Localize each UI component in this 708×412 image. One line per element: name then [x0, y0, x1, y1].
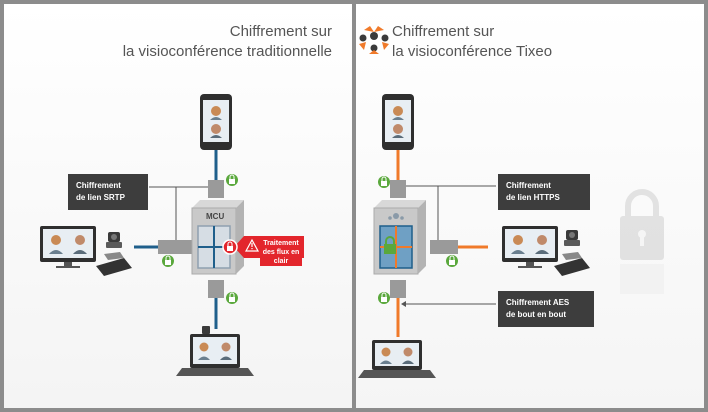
title-line-2: la visioconférence Tixeo [392, 43, 553, 60]
callout-line-1: Chiffrement [76, 181, 121, 190]
laptop-icon [358, 340, 436, 378]
callout-aes: Chiffrement AES de bout en bout [498, 291, 594, 327]
tixeo-logo [359, 26, 389, 54]
callout-line-1: Chiffrement [506, 181, 551, 190]
arrow-to-left-connector [149, 186, 177, 241]
callout-line-2: de lien SRTP [76, 193, 125, 202]
callout-srtp: Chiffrement de lien SRTP [68, 174, 148, 210]
padlock-watermark [620, 189, 664, 294]
callout-https: Chiffrement de lien HTTPS [498, 174, 590, 210]
connector-top [390, 180, 406, 198]
panel-title-traditional: Chiffrement sur la visioconférence tradi… [52, 22, 332, 62]
lock-icon [162, 255, 174, 267]
tixeo-server [373, 200, 426, 275]
panel-tixeo: Chiffrement sur la visioconférence Tixeo [356, 4, 704, 408]
lock-icon [378, 292, 390, 304]
connector-top [208, 180, 224, 198]
lock-icon [226, 174, 238, 186]
lock-icon [226, 292, 238, 304]
lock-icon [378, 176, 390, 188]
speakerphone-icon [554, 252, 590, 276]
connector-right [430, 240, 458, 254]
panel-title-tixeo: Chiffrement sur la visioconférence Tixeo [392, 22, 692, 62]
phone-icon [200, 94, 232, 150]
panel-traditional: Chiffrement sur la visioconférence tradi… [4, 4, 352, 408]
callout-line-1: Chiffrement AES [506, 298, 570, 307]
alert-text: Traitement des flux en clair [260, 239, 302, 266]
alert-line-1: Traitement [263, 240, 299, 247]
lock-icon [384, 236, 396, 254]
laptop-icon [176, 326, 254, 376]
phone-icon [382, 94, 414, 150]
title-line-1: Chiffrement sur [392, 23, 495, 40]
camera-icon [564, 230, 580, 246]
monitor-icon [40, 226, 96, 268]
callout-line-2: de bout en bout [506, 310, 566, 319]
lock-icon [446, 255, 458, 267]
camera-icon [106, 232, 122, 248]
monitor-icon [502, 226, 558, 268]
connector-left [158, 240, 192, 254]
title-line-1: Chiffrement sur [229, 23, 332, 40]
connector-bottom [390, 280, 406, 298]
alert-line-2: des flux en clair [262, 249, 300, 265]
callout-line-2: de lien HTTPS [506, 193, 560, 202]
connector-bottom [208, 280, 224, 298]
warning-icon [244, 238, 260, 252]
traditional-diagram [40, 94, 304, 376]
title-line-2: la visioconférence traditionnelle [122, 43, 332, 60]
mcu-label: MCU [206, 212, 225, 221]
tixeo-diagram [358, 26, 664, 378]
speakerphone-icon [96, 252, 132, 276]
